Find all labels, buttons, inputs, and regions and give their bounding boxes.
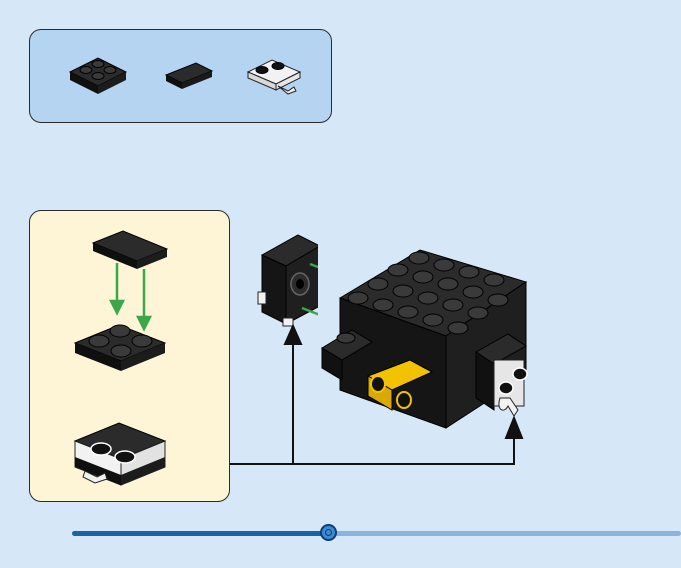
progress-knob[interactable]: [320, 524, 337, 541]
arrowhead-up-icon: [285, 326, 301, 344]
progress-fill: [72, 531, 328, 536]
main-body-block: [318, 228, 528, 432]
